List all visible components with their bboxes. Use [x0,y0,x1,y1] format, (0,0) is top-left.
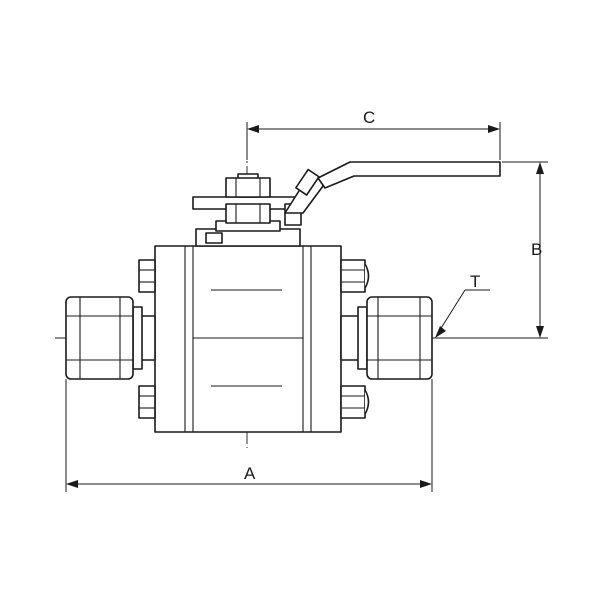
left-fitting [65,296,156,380]
valve-bonnet [192,173,304,247]
callout-t: T [435,272,490,338]
dimension-c-label: C [363,108,375,127]
dimension-a: A [65,379,433,492]
bolt-top-left [138,259,156,293]
dimension-a-label: A [244,464,256,483]
valve-body [154,245,342,433]
bolt-bottom-right [340,385,370,419]
valve-handle [284,161,501,214]
dimension-c: C [246,108,501,160]
dimension-b: B [440,161,548,339]
bolt-bottom-left [138,385,156,419]
dimension-b-label: B [531,240,542,259]
right-fitting [340,296,433,380]
callout-t-label: T [470,272,480,291]
bolt-top-right [340,259,370,293]
